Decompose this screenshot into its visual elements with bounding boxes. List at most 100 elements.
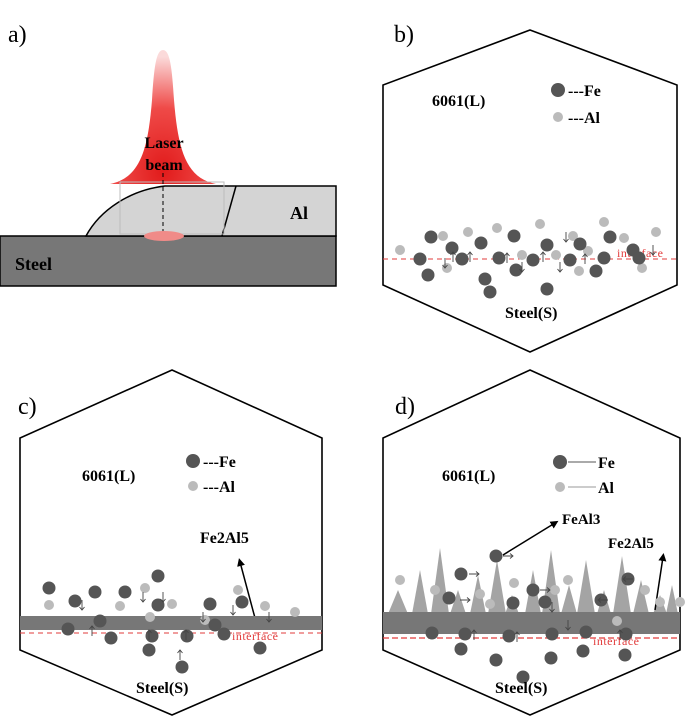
fe-atom <box>118 585 132 599</box>
fe-atom <box>458 627 472 641</box>
diffusion-arrow <box>160 592 166 603</box>
fe-atom <box>489 653 503 667</box>
fe-atom <box>502 629 516 643</box>
diffusion-arrow <box>469 571 480 577</box>
fe-atom <box>632 251 646 265</box>
diffusion-arrow <box>450 251 456 262</box>
panel-c-phase-label: Fe2Al5 <box>200 530 249 547</box>
al-atom <box>568 231 578 241</box>
panel-d-interface-label: interface <box>593 634 639 648</box>
diffusion-arrow <box>540 251 546 262</box>
diffusion-arrow <box>230 605 236 616</box>
panel-c-alloy: 6061(L) <box>82 468 135 485</box>
al-atom <box>517 250 527 260</box>
fe-atom <box>483 285 497 299</box>
diffusion-arrow <box>460 597 471 603</box>
fe-atom <box>151 569 165 583</box>
panel-d-phase-label-1: FeAl3 <box>562 512 600 528</box>
fe-atom <box>445 241 459 255</box>
laser-beam <box>110 50 216 184</box>
diffusion-arrow <box>89 625 95 636</box>
steel-label: Steel <box>15 254 52 274</box>
diffusion-arrow <box>146 629 152 640</box>
al-atom <box>167 599 177 609</box>
al-atom <box>637 263 647 273</box>
al-atom <box>574 266 584 276</box>
fe-atom <box>235 595 249 609</box>
panel-d-alloy: 6061(L) <box>442 468 495 485</box>
aluminum-plate <box>84 185 337 237</box>
diffusion-arrow <box>622 576 633 582</box>
fe-atom <box>540 282 554 296</box>
fe-atom <box>93 614 107 628</box>
fe-atom <box>507 229 521 243</box>
fe-atom <box>413 252 427 266</box>
fe-atom <box>579 625 593 639</box>
diffusion-arrow <box>514 631 520 642</box>
al-atom <box>563 575 573 585</box>
legend-al-icon <box>553 112 563 122</box>
al-atom <box>509 578 519 588</box>
panel-d-phase-arrow-1 <box>502 520 559 556</box>
diffusion-arrow <box>504 252 510 263</box>
fe-atom <box>424 230 438 244</box>
diffusion-arrow <box>266 612 272 623</box>
fe-atom <box>455 252 469 266</box>
panel-c-letter: c) <box>18 394 37 420</box>
diffusion-arrow <box>471 629 477 640</box>
fe-atom <box>478 272 492 286</box>
fe-atom <box>208 618 222 632</box>
al-atom <box>140 583 150 593</box>
al-atom <box>583 246 593 256</box>
fe-atom <box>68 594 82 608</box>
fe-atom <box>603 230 617 244</box>
feal3-needle <box>388 590 408 614</box>
panel-d: d) 6061(L) Fe Al interface FeAl3 Fe2Al5 … <box>382 369 685 716</box>
fe-atom <box>516 670 530 684</box>
fe-atom <box>142 643 156 657</box>
fe-atom <box>454 567 468 581</box>
legend-al-label: ---Al <box>568 110 601 127</box>
al-atom <box>655 597 665 607</box>
al-atom <box>260 601 270 611</box>
al-atom <box>442 263 452 273</box>
al-atom <box>438 231 448 241</box>
legend-al-label: Al <box>598 480 615 497</box>
al-atom <box>475 589 485 599</box>
fe-atom <box>573 237 587 251</box>
diffusion-arrow <box>183 629 189 640</box>
panel-b-hexagon <box>382 29 678 353</box>
al-atom <box>145 612 155 622</box>
fe-atom <box>454 642 468 656</box>
fe-atom <box>253 641 267 655</box>
fe-atom <box>425 626 439 640</box>
fe-atom <box>540 238 554 252</box>
diffusion-arrow <box>563 232 569 243</box>
al-atom <box>492 223 502 233</box>
al-label: Al <box>290 203 308 223</box>
steel-plate <box>0 235 337 287</box>
laser-label-line1: Laser <box>144 135 183 152</box>
al-atom <box>290 607 300 617</box>
diffusion-arrow <box>582 253 588 264</box>
fe-atom <box>597 251 611 265</box>
al-atom <box>640 585 650 595</box>
fe-atom <box>576 644 590 658</box>
feal3-needle <box>561 585 577 614</box>
al-atom <box>115 601 125 611</box>
legend-al-icon <box>188 481 198 491</box>
legend-fe-icon <box>551 83 565 97</box>
feal3-needle <box>633 580 649 614</box>
al-atom <box>535 219 545 229</box>
panel-c-hexagon <box>19 369 323 716</box>
fe-atom <box>489 549 503 563</box>
laser-label-line2: beam <box>145 157 183 174</box>
al-atom <box>612 616 622 626</box>
panel-c-substrate: Steel(S) <box>136 680 188 697</box>
al-atom <box>395 245 405 255</box>
fe-atom <box>474 236 488 250</box>
diffusion-arrow <box>519 262 525 273</box>
panel-b-substrate: Steel(S) <box>505 305 557 322</box>
